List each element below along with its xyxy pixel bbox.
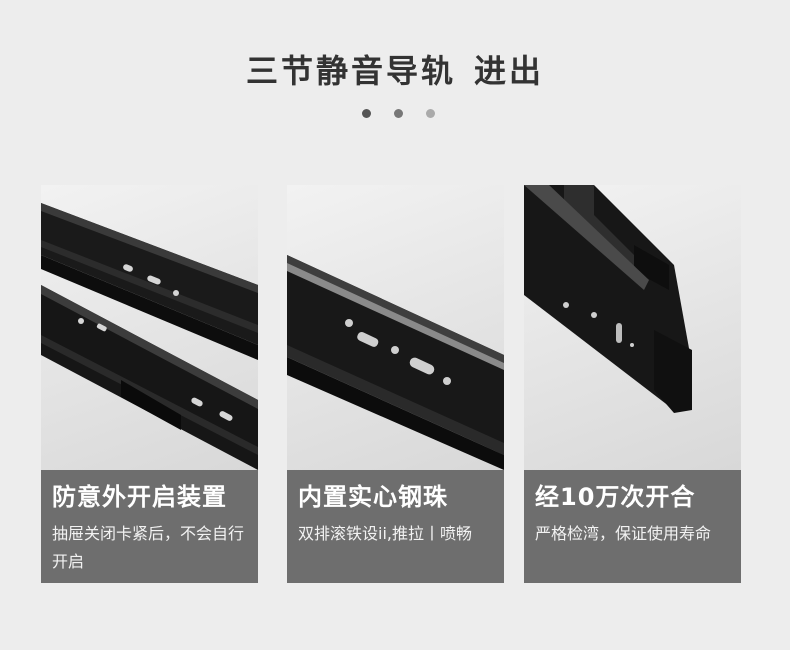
feature-card-anti-open: 防意外开启装置 抽屉关闭卡紧后，不会自行开启 xyxy=(41,185,258,583)
carousel-dots xyxy=(362,109,435,119)
page-title-main: 三节静音导轨 xyxy=(245,52,456,90)
feature-description: 双排滚铁设ii,推拉丨喷畅 xyxy=(298,524,472,543)
drawer-rail-image xyxy=(41,203,258,470)
carousel-dot-1[interactable] xyxy=(362,109,371,118)
feature-caption: 内置实心钢珠 双排滚铁设ii,推拉丨喷畅 xyxy=(287,470,504,583)
feature-caption: 经10万次开合 严格检湾，保证使用寿命 xyxy=(524,470,741,583)
page-title-sub: 进出 xyxy=(474,52,545,90)
drawer-rail-image xyxy=(524,185,692,413)
rail-photo-closeup xyxy=(287,185,504,470)
feature-description: 抽屉关闭卡紧后，不会自行开启 xyxy=(52,524,245,571)
feature-description: 严格检湾，保证使用寿命 xyxy=(535,524,712,543)
feature-card-durability: 经10万次开合 严格检湾，保证使用寿命 xyxy=(524,185,741,583)
rail-photo-end xyxy=(524,185,741,470)
rail-photo-stacked xyxy=(41,185,258,470)
page-title: 三节静音导轨进出 xyxy=(0,46,790,92)
feature-caption: 防意外开启装置 抽屉关闭卡紧后，不会自行开启 xyxy=(41,470,258,583)
drawer-rail-image xyxy=(287,255,504,470)
feature-title: 内置实心钢珠 xyxy=(298,483,448,511)
feature-title: 防意外开启装置 xyxy=(52,483,227,511)
feature-card-steel-balls: 内置实心钢珠 双排滚铁设ii,推拉丨喷畅 xyxy=(287,185,504,583)
carousel-dot-2[interactable] xyxy=(394,109,403,118)
feature-title: 经10万次开合 xyxy=(535,483,696,511)
carousel-dot-3[interactable] xyxy=(426,109,435,118)
